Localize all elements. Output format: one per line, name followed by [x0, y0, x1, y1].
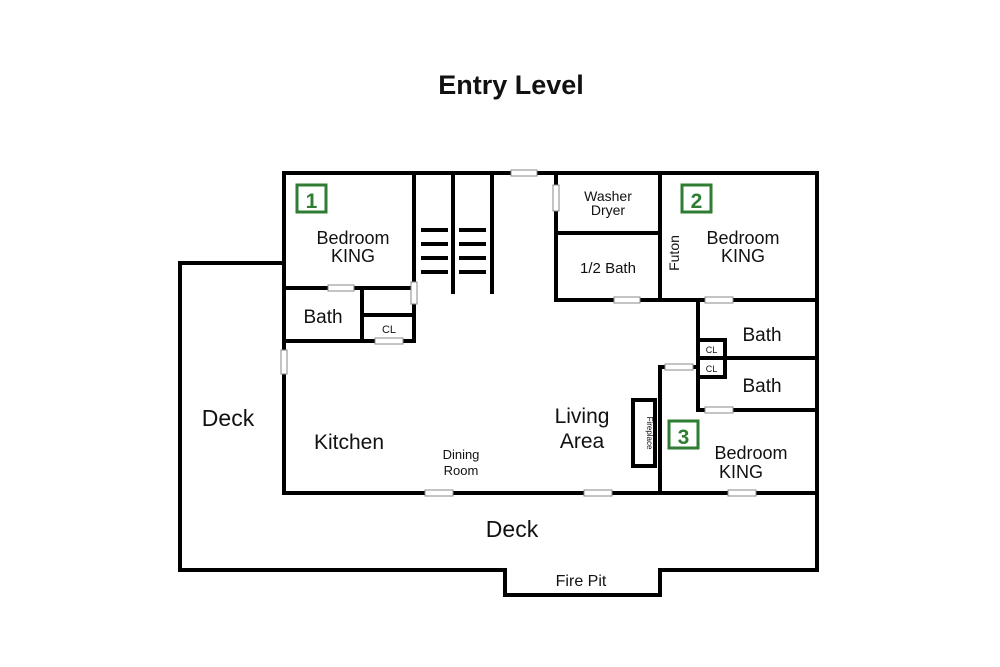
bedroom1-badge: 1 [295, 183, 328, 214]
closet-left-label: CL [382, 324, 396, 336]
door-openings [280, 169, 757, 497]
futon-label: Futon [666, 235, 682, 271]
kitchen-side-door [280, 349, 288, 375]
bedroom2-badge: 2 [680, 183, 713, 214]
fire-pit-label: Fire Pit [556, 573, 607, 590]
living-area-label-1: Living [555, 405, 610, 428]
bedroom2-bed-size: KING [721, 246, 765, 266]
dining-deck-door [424, 489, 454, 497]
svg-text:1: 1 [306, 190, 318, 213]
dryer-label: Dryer [591, 202, 626, 218]
laundry-door [552, 184, 560, 212]
deck-bottom-label: Deck [486, 516, 539, 542]
bath-right-upper-label: Bath [742, 325, 781, 346]
front-door [510, 169, 538, 177]
deck-left-label: Deck [202, 405, 255, 431]
bedroom2-door [704, 296, 734, 304]
bedroom3-deck-door [727, 489, 757, 497]
bedroom3-door [664, 363, 694, 371]
bath-left-label: Bath [303, 307, 342, 328]
page-title: Entry Level [438, 70, 584, 100]
closet-right-upper-label: CL [706, 345, 718, 355]
bedroom1-bed-size: KING [331, 246, 375, 266]
deck-outline-wall [178, 261, 819, 597]
bedroom1-label: Bedroom [316, 228, 389, 248]
fireplace-wall [631, 398, 657, 468]
living-area-label-2: Area [560, 430, 605, 453]
bedroom3-badge: 3 [667, 419, 700, 450]
bedroom3-label: Bedroom [714, 443, 787, 463]
bedroom1-door [410, 281, 418, 305]
bedroom2-label: Bedroom [706, 228, 779, 248]
bath-right-lower-label: Bath [742, 376, 781, 397]
washer-label: Washer [584, 188, 632, 204]
stair-treads [421, 228, 486, 274]
bath-left-door [327, 284, 355, 292]
bath-right-lower-door [704, 406, 734, 414]
house-outline-wall [282, 171, 819, 495]
kitchen-label: Kitchen [314, 431, 384, 454]
fireplace-label: Fireplace [645, 417, 654, 450]
svg-text:3: 3 [678, 426, 690, 449]
half-bath-door [613, 296, 641, 304]
half-bath-label: 1/2 Bath [580, 260, 636, 277]
dining-room-label-2: Room [444, 463, 479, 478]
dining-room-label-1: Dining [443, 447, 480, 462]
bedroom3-bed-size: KING [719, 462, 763, 482]
svg-text:2: 2 [691, 190, 703, 213]
living-deck-door [583, 489, 613, 497]
closet-left-door [374, 337, 404, 345]
closet-right-lower-label: CL [706, 364, 718, 374]
